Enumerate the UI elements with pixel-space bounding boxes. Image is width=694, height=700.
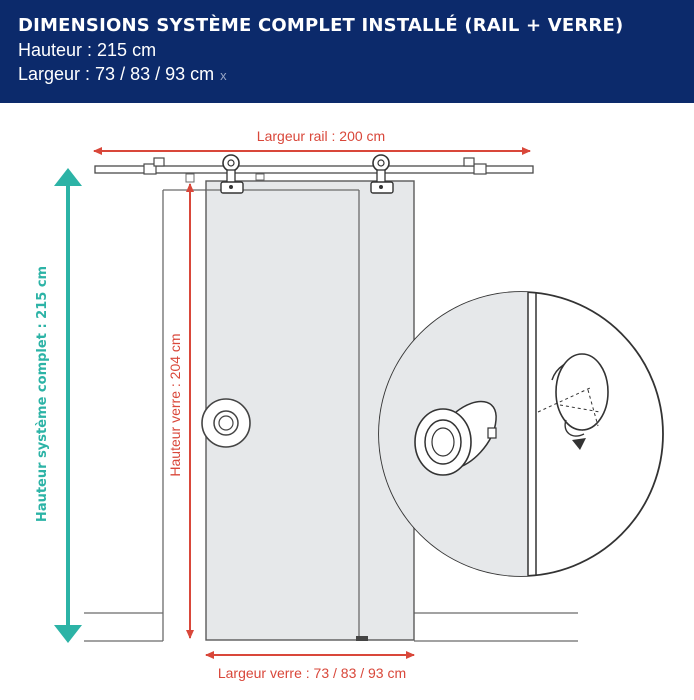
hanger-left	[220, 154, 244, 194]
system-height-label: Hauteur système complet : 215 cm	[35, 266, 50, 522]
header-width-row: Largeur : 73 / 83 / 93 cm x	[18, 62, 694, 88]
header-banner: DIMENSIONS SYSTÈME COMPLET INSTALLÉ (RAI…	[0, 0, 694, 103]
detail-zoom-circle	[378, 291, 664, 577]
detail-handle-left	[414, 400, 497, 476]
glass-height-label: Hauteur verre : 204 cm	[167, 333, 183, 476]
header-title: DIMENSIONS SYSTÈME COMPLET INSTALLÉ (RAI…	[18, 15, 624, 36]
rail-width-label: Largeur rail : 200 cm	[257, 128, 385, 144]
system-height-arrow	[54, 168, 82, 643]
hanger-right	[370, 154, 394, 194]
header-mark: x	[220, 68, 227, 83]
rail	[94, 157, 534, 183]
header-width: Largeur : 73 / 83 / 93 cm	[18, 64, 215, 84]
detail-handle-right	[537, 353, 609, 450]
wall-outline	[84, 189, 578, 642]
door-diagram: Largeur rail : 200 cm	[35, 128, 664, 681]
rail-end-stop-right	[463, 157, 487, 175]
rail-end-stop-left	[143, 157, 165, 175]
door-handle	[201, 398, 251, 448]
header-height: Hauteur : 215 cm	[18, 40, 157, 60]
glass-width-label: Largeur verre : 73 / 83 / 93 cm	[218, 665, 406, 681]
floor-guide	[356, 636, 368, 641]
